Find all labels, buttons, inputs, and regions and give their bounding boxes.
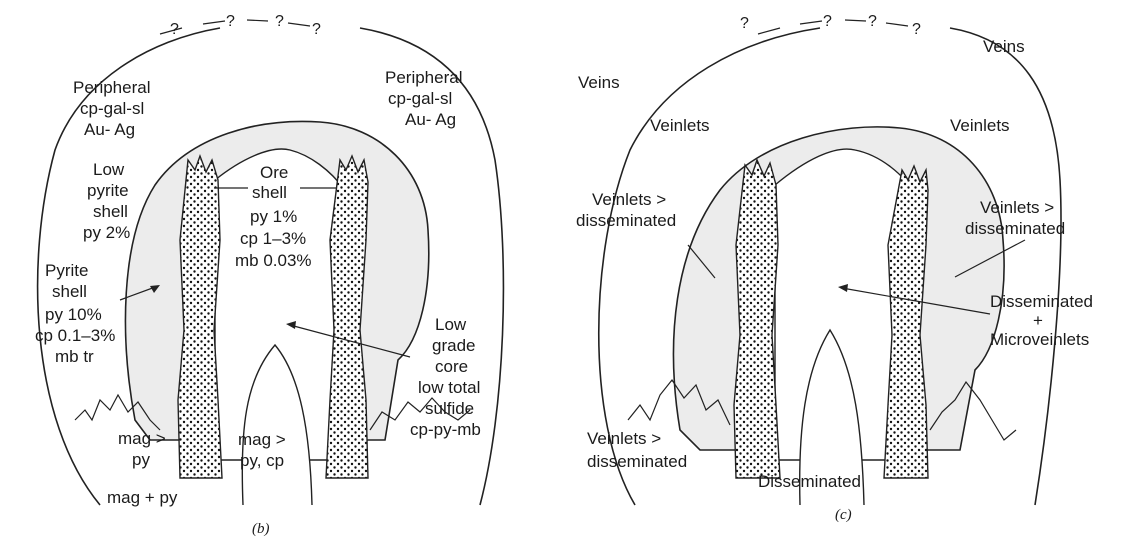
svg-text:cp-py-mb: cp-py-mb bbox=[410, 420, 481, 439]
svg-text:Veinlets >: Veinlets > bbox=[980, 198, 1054, 217]
question-mark-c-1: ? bbox=[740, 15, 749, 32]
svg-text:low total: low total bbox=[418, 378, 480, 397]
panel-b-caption: (b) bbox=[252, 521, 270, 537]
dissem-micro-label: Disseminated + Microveinlets bbox=[990, 292, 1093, 349]
uncertain-top-line-c bbox=[758, 20, 908, 34]
svg-text:py 10%: py 10% bbox=[45, 305, 102, 324]
pyrite-shell-label: Pyrite shell py 10% cp 0.1–3% mb tr bbox=[35, 261, 115, 366]
svg-text:py 2%: py 2% bbox=[83, 223, 130, 242]
svg-text:sulfide: sulfide bbox=[425, 399, 474, 418]
svg-text:Low: Low bbox=[93, 160, 125, 179]
question-mark-b-2: ? bbox=[226, 13, 235, 30]
svg-text:py: py bbox=[132, 450, 150, 469]
veins-label-left: Veins bbox=[578, 73, 620, 92]
peripheral-label-right-b: Peripheral cp-gal-sl Au- Ag bbox=[385, 68, 463, 129]
svg-text:Ore: Ore bbox=[260, 163, 288, 182]
dike-left-c bbox=[734, 160, 780, 478]
svg-text:Peripheral: Peripheral bbox=[73, 78, 151, 97]
svg-text:disseminated: disseminated bbox=[576, 211, 676, 230]
low-pyrite-shell-label: Low pyrite shell py 2% bbox=[83, 160, 130, 242]
svg-text:py 1%: py 1% bbox=[250, 207, 297, 226]
svg-text:cp-gal-sl: cp-gal-sl bbox=[80, 99, 144, 118]
panel-c-caption: (c) bbox=[835, 507, 852, 523]
veinlets-dissem-label-bottom: Veinlets > disseminated bbox=[587, 429, 687, 471]
veinlets-dissem-label-left: Veinlets > disseminated bbox=[576, 190, 676, 230]
svg-text:cp 1–3%: cp 1–3% bbox=[240, 229, 306, 248]
svg-text:cp 0.1–3%: cp 0.1–3% bbox=[35, 326, 115, 345]
low-grade-core-label: Low grade core low total sulfide cp-py-m… bbox=[410, 315, 481, 439]
svg-text:Veinlets >: Veinlets > bbox=[587, 429, 661, 448]
svg-text:Pyrite: Pyrite bbox=[45, 261, 88, 280]
svg-text:mb 0.03%: mb 0.03% bbox=[235, 251, 312, 270]
svg-text:core: core bbox=[435, 357, 468, 376]
veins-label-right: Veins bbox=[983, 37, 1025, 56]
mag-py-label-left: mag > py bbox=[118, 429, 166, 469]
disseminated-label-bottom: Disseminated bbox=[758, 472, 861, 491]
veinlets-label-right: Veinlets bbox=[950, 116, 1010, 135]
svg-text:shell: shell bbox=[52, 282, 87, 301]
svg-text:shell: shell bbox=[252, 183, 287, 202]
svg-text:pyrite: pyrite bbox=[87, 181, 129, 200]
question-mark-c-4: ? bbox=[912, 21, 921, 38]
question-mark-b-1: ? bbox=[170, 21, 179, 38]
svg-text:mb tr: mb tr bbox=[55, 347, 94, 366]
question-mark-c-3: ? bbox=[868, 13, 877, 30]
veinlets-label-left: Veinlets bbox=[650, 116, 710, 135]
panel-b: ? ? ? ? Peripheral cp-gal-sl Au- Ag Peri… bbox=[35, 13, 503, 537]
svg-text:mag >: mag > bbox=[238, 430, 286, 449]
svg-text:Low: Low bbox=[435, 315, 467, 334]
svg-text:Au- Ag: Au- Ag bbox=[84, 120, 135, 139]
svg-text:disseminated: disseminated bbox=[965, 219, 1065, 238]
peripheral-label-left-b: Peripheral cp-gal-sl Au- Ag bbox=[73, 78, 151, 139]
svg-text:disseminated: disseminated bbox=[587, 452, 687, 471]
svg-text:Microveinlets: Microveinlets bbox=[990, 330, 1089, 349]
svg-text:Veinlets >: Veinlets > bbox=[592, 190, 666, 209]
uncertain-top-line-b bbox=[160, 20, 310, 34]
question-mark-b-3: ? bbox=[275, 13, 284, 30]
svg-text:+: + bbox=[1033, 311, 1043, 330]
dike-left-b bbox=[178, 156, 222, 478]
svg-text:Peripheral: Peripheral bbox=[385, 68, 463, 87]
question-mark-b-4: ? bbox=[312, 21, 321, 38]
panel-c: ? ? ? ? Veins Veins Veinlets Veinlets Ve… bbox=[576, 13, 1093, 523]
svg-text:cp-gal-sl: cp-gal-sl bbox=[388, 89, 452, 108]
question-mark-c-2: ? bbox=[823, 13, 832, 30]
svg-text:py, cp: py, cp bbox=[240, 451, 284, 470]
mag-plus-py-label: mag + py bbox=[107, 488, 178, 507]
svg-text:mag >: mag > bbox=[118, 429, 166, 448]
svg-text:Au- Ag: Au- Ag bbox=[405, 110, 456, 129]
svg-text:shell: shell bbox=[93, 202, 128, 221]
svg-text:Disseminated: Disseminated bbox=[990, 292, 1093, 311]
svg-text:grade: grade bbox=[432, 336, 475, 355]
